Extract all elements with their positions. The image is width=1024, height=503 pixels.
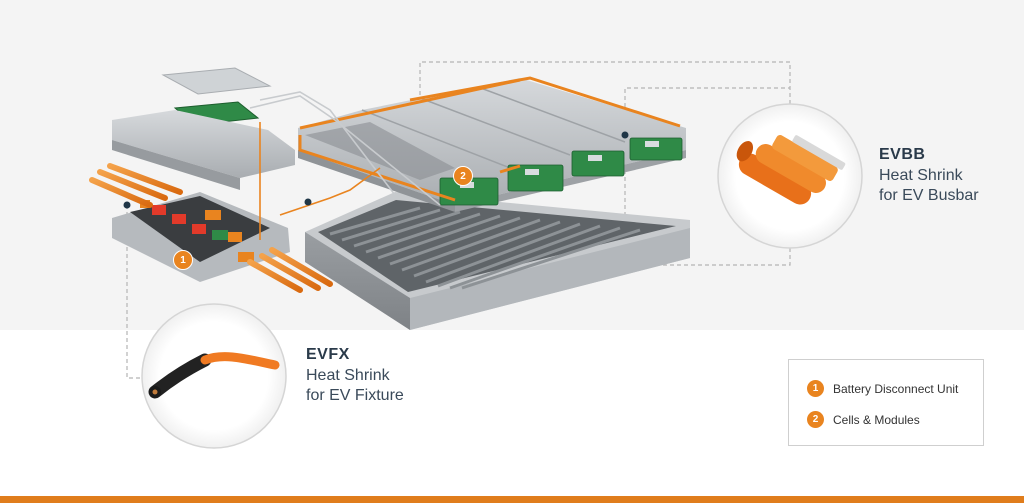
marker-bdu[interactable]: 1: [173, 250, 193, 270]
evbb-title: EVBB: [879, 146, 926, 163]
legend-item-bdu[interactable]: 1 Battery Disconnect Unit: [807, 380, 958, 397]
marker-cells[interactable]: 2: [453, 166, 473, 186]
evfx-title: EVFX: [306, 346, 350, 363]
cable-heat-shrink-icon: [148, 352, 280, 399]
cell-modules: [298, 78, 686, 212]
legend-badge-1: 1: [807, 380, 824, 397]
evbb-subtitle-line1: Heat Shrink: [879, 167, 963, 184]
evfx-detail-circle: [141, 303, 287, 449]
bottom-accent-bar: [0, 496, 1024, 503]
evfx-subtitle-line2: for EV Fixture: [306, 387, 404, 404]
marker-cells-number: 2: [460, 170, 466, 182]
connector-points: [123, 131, 629, 209]
leader-evfx: [126, 205, 150, 379]
hv-cables: [89, 163, 333, 293]
marker-bdu-number: 1: [180, 254, 186, 266]
evbb-detail-circle: [717, 103, 863, 249]
leader-evbb-bottom: [624, 135, 791, 266]
bdu-base: [112, 192, 290, 282]
evfx-subtitle-line1: Heat Shrink: [306, 367, 390, 384]
bdu-housing: [112, 110, 295, 190]
busbar-heat-shrink-tubes-icon: [736, 135, 846, 205]
evbb-subtitle-line2: for EV Busbar: [879, 187, 979, 204]
leader-evbb-top: [419, 61, 791, 108]
battery-tray: [305, 192, 690, 330]
signal-wires: [249, 91, 441, 240]
legend-label-bdu: Battery Disconnect Unit: [833, 381, 959, 396]
legend-label-cells: Cells & Modules: [833, 412, 920, 427]
bdu-cover-plate: [161, 67, 272, 95]
legend-item-cells[interactable]: 2 Cells & Modules: [807, 411, 920, 428]
legend-badge-2: 2: [807, 411, 824, 428]
legend-box: 1 Battery Disconnect Unit 2 Cells & Modu…: [788, 359, 984, 446]
